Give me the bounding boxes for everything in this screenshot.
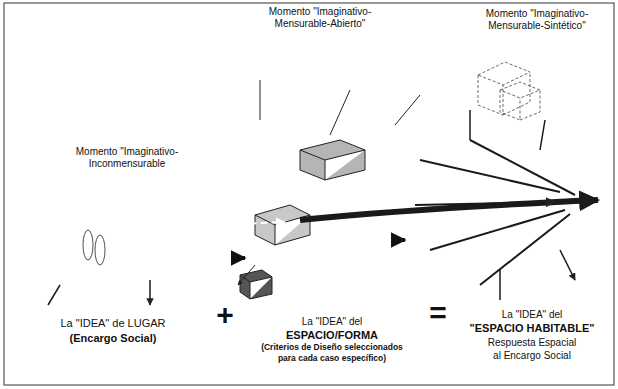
equation-label: "ESPACIO HABITABLE" bbox=[456, 322, 608, 335]
moment-heading: Momento "Imaginativo-Mensurable-Abierto" bbox=[245, 6, 395, 29]
operator-symbol: + bbox=[206, 300, 244, 330]
drawing-stroke bbox=[95, 235, 105, 265]
drawing-stroke bbox=[94, 248, 250, 250]
drawing-stroke bbox=[300, 140, 365, 180]
moment-region: Momento "Imaginativo-Mensurable-Sintétic… bbox=[405, 6, 612, 306]
drawing-stroke bbox=[255, 205, 310, 245]
idea-ovals bbox=[83, 230, 105, 265]
drawing-stroke bbox=[83, 230, 93, 260]
drawing-stroke bbox=[415, 140, 575, 285]
drawing-stroke bbox=[238, 80, 420, 285]
drawing-stroke bbox=[240, 270, 272, 299]
equation-label: La "IDEA" del bbox=[456, 309, 608, 321]
equation-label: para cada caso específico) bbox=[243, 354, 421, 364]
drawing-stroke bbox=[140, 222, 285, 232]
drawing-stroke bbox=[48, 280, 150, 305]
moment-heading: Momento "Imaginativo-Mensurable-Sintétic… bbox=[467, 8, 607, 31]
moment-region: Momento "Imaginativo-Inconmensurable bbox=[20, 140, 235, 310]
radiating-arrows bbox=[52, 205, 265, 292]
flow-arrow bbox=[235, 256, 245, 260]
equation-label: al Encargo Social bbox=[456, 350, 608, 362]
region-shape bbox=[239, 63, 456, 301]
equation-label: Respuesta Espacial bbox=[456, 337, 608, 349]
moment-region: Momento "Imaginativo-Mensurable-Abierto" bbox=[245, 2, 395, 307]
dashed-cubes bbox=[478, 62, 540, 120]
region-shape bbox=[40, 192, 324, 303]
equation-label: ESPACIO/FORMA bbox=[243, 329, 421, 342]
equation-label: La "IDEA" del bbox=[243, 316, 421, 328]
drawing-stroke bbox=[94, 248, 200, 285]
operator-symbol: = bbox=[418, 298, 458, 328]
drawing-stroke bbox=[478, 62, 530, 115]
drawing-stroke bbox=[94, 230, 205, 248]
drawing-stroke bbox=[94, 215, 220, 248]
wireframe-boxes bbox=[238, 80, 420, 299]
equation-label: (Encargo Social) bbox=[18, 332, 208, 345]
equation-label: La "IDEA" de LUGAR bbox=[18, 317, 208, 330]
flow-arrow bbox=[395, 238, 405, 242]
converging-arrows bbox=[48, 110, 598, 305]
region-shape bbox=[393, 121, 611, 306]
drawing-stroke bbox=[470, 110, 575, 300]
equation-label: (Criterios de Diseño seleccionados bbox=[243, 343, 421, 353]
frame-border bbox=[4, 3, 614, 385]
drawing-stroke bbox=[500, 82, 540, 120]
moment-heading: Momento "Imaginativo-Inconmensurable bbox=[42, 146, 212, 169]
